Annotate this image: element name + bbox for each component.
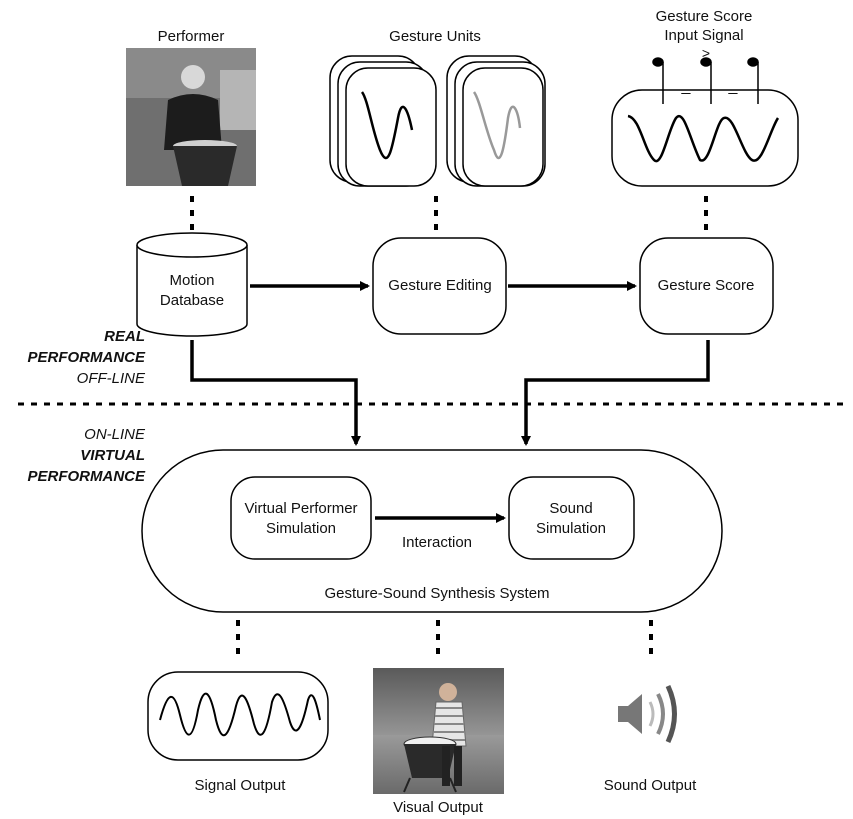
sound-simulation-label-2: Simulation [535, 520, 607, 537]
arrow-score-to-synthesis [521, 340, 710, 446]
motion-database-label-1: Motion [169, 272, 215, 289]
virtual-performance-text: PERFORMANCE [27, 468, 145, 485]
real-performance-label: REAL PERFORMANCE OFF-LINE [27, 326, 145, 389]
virtual-text: VIRTUAL [80, 447, 145, 464]
signal-waveform-box [147, 671, 329, 761]
signal-output-label: Signal Output [194, 777, 286, 794]
dotted-connectors-bottom [236, 620, 653, 660]
virtual-performer-label-1: Virtual Performer [244, 500, 358, 517]
sound-output-label: Sound Output [603, 777, 697, 794]
gesture-score-label: Gesture Score [657, 277, 755, 294]
performer-label: Performer [157, 28, 225, 45]
rest-symbol-2: _ [728, 78, 738, 95]
gesture-score-node[interactable] [639, 237, 774, 335]
gesture-unit-card [329, 55, 546, 187]
score-waveform [627, 114, 780, 163]
gesture-editing-node[interactable] [372, 237, 507, 335]
virtual-performance-label: ON-LINE VIRTUAL PERFORMANCE [27, 424, 145, 487]
motion-database-label-2: Database [159, 292, 225, 309]
virtual-performer-render [373, 668, 504, 794]
sound-simulation-label-1: Sound [549, 500, 593, 517]
dotted-connectors-top [190, 196, 708, 232]
online-text: ON-LINE [84, 426, 145, 443]
score-waveform-box [611, 89, 799, 187]
gesture-score-input-label-2: Input Signal [664, 27, 744, 44]
real-text: REAL [104, 328, 145, 345]
score-notes [652, 57, 759, 104]
rest-symbol-1: _ [681, 78, 691, 95]
speaker-icon [618, 684, 677, 744]
visual-output-label: Visual Output [393, 799, 483, 816]
motion-database-node[interactable] [136, 232, 248, 337]
performer-photo [126, 48, 256, 186]
interaction-label: Interaction [401, 534, 473, 551]
synthesis-system-label: Gesture-Sound Synthesis System [324, 585, 550, 602]
accent-symbol: > [701, 45, 711, 61]
gesture-units-label: Gesture Units [389, 28, 481, 45]
arrow-database-to-synthesis [190, 340, 361, 446]
offline-text: OFF-LINE [76, 370, 145, 387]
sound-simulation-node[interactable] [508, 476, 635, 560]
gesture-unit-waveform-dark [360, 91, 414, 159]
gesture-editing-label: Gesture Editing [388, 277, 492, 294]
gesture-score-input-label-1: Gesture Score [655, 8, 753, 25]
virtual-performer-node[interactable] [230, 476, 372, 560]
signal-waveform [159, 692, 321, 737]
gesture-unit-waveform-grey [472, 91, 522, 159]
performance-text: PERFORMANCE [27, 349, 145, 366]
virtual-performer-label-2: Simulation [265, 520, 337, 537]
